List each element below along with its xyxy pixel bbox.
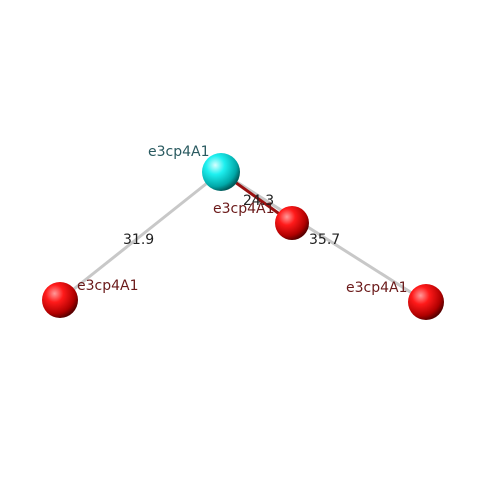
- atom-label-red-right: e3cp4A1: [346, 280, 408, 296]
- atom-red-right[interactable]: [408, 284, 444, 320]
- distance-label-left: 31.9: [123, 232, 154, 248]
- atom-red-mid[interactable]: [275, 206, 309, 240]
- atom-red-left[interactable]: [42, 282, 78, 318]
- atom-label-red-mid: e3cp4A1: [213, 201, 275, 217]
- distance-line-right: [220, 170, 427, 304]
- distance-label-mid: 24.3: [243, 193, 274, 209]
- atom-label-red-left: e3cp4A1: [77, 278, 139, 294]
- atom-cyan[interactable]: [202, 153, 240, 191]
- distance-label-right: 35.7: [309, 232, 340, 248]
- atom-label-cyan: e3cp4A1: [148, 144, 210, 160]
- distance-line-left: [59, 170, 222, 302]
